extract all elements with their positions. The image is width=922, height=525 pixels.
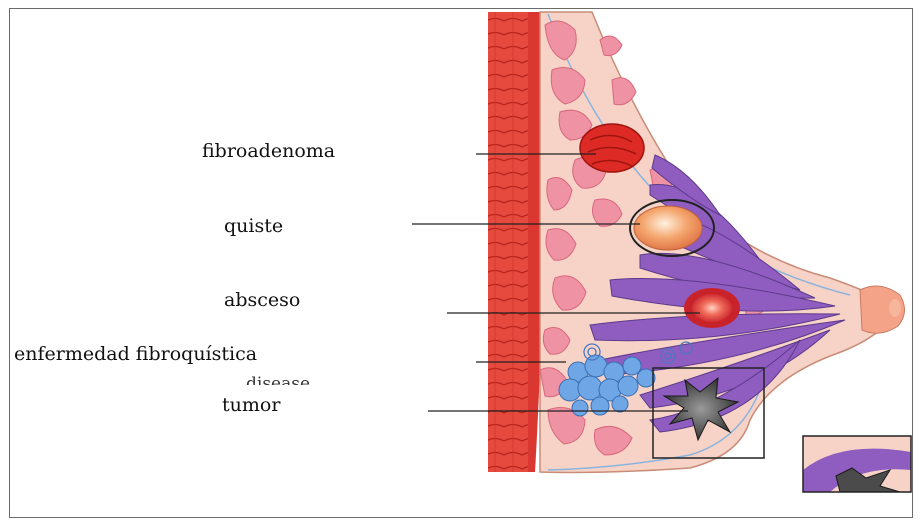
label-quiste: quiste — [224, 217, 283, 236]
cyst — [630, 200, 714, 256]
nipple — [860, 286, 905, 333]
label-absceso: absceso — [224, 291, 300, 310]
chest-wall-muscle — [488, 12, 548, 472]
label-tumor: tumor — [222, 396, 280, 415]
fibroadenoma-mass — [580, 124, 644, 172]
tumor-inset — [803, 436, 911, 492]
label-disease-fragment: disease — [246, 376, 310, 385]
abscess — [684, 288, 740, 328]
label-fibroadenoma: fibroadenoma — [202, 142, 335, 161]
label-enfermedad-fibroquistica: enfermedad fibroquística — [14, 345, 257, 364]
